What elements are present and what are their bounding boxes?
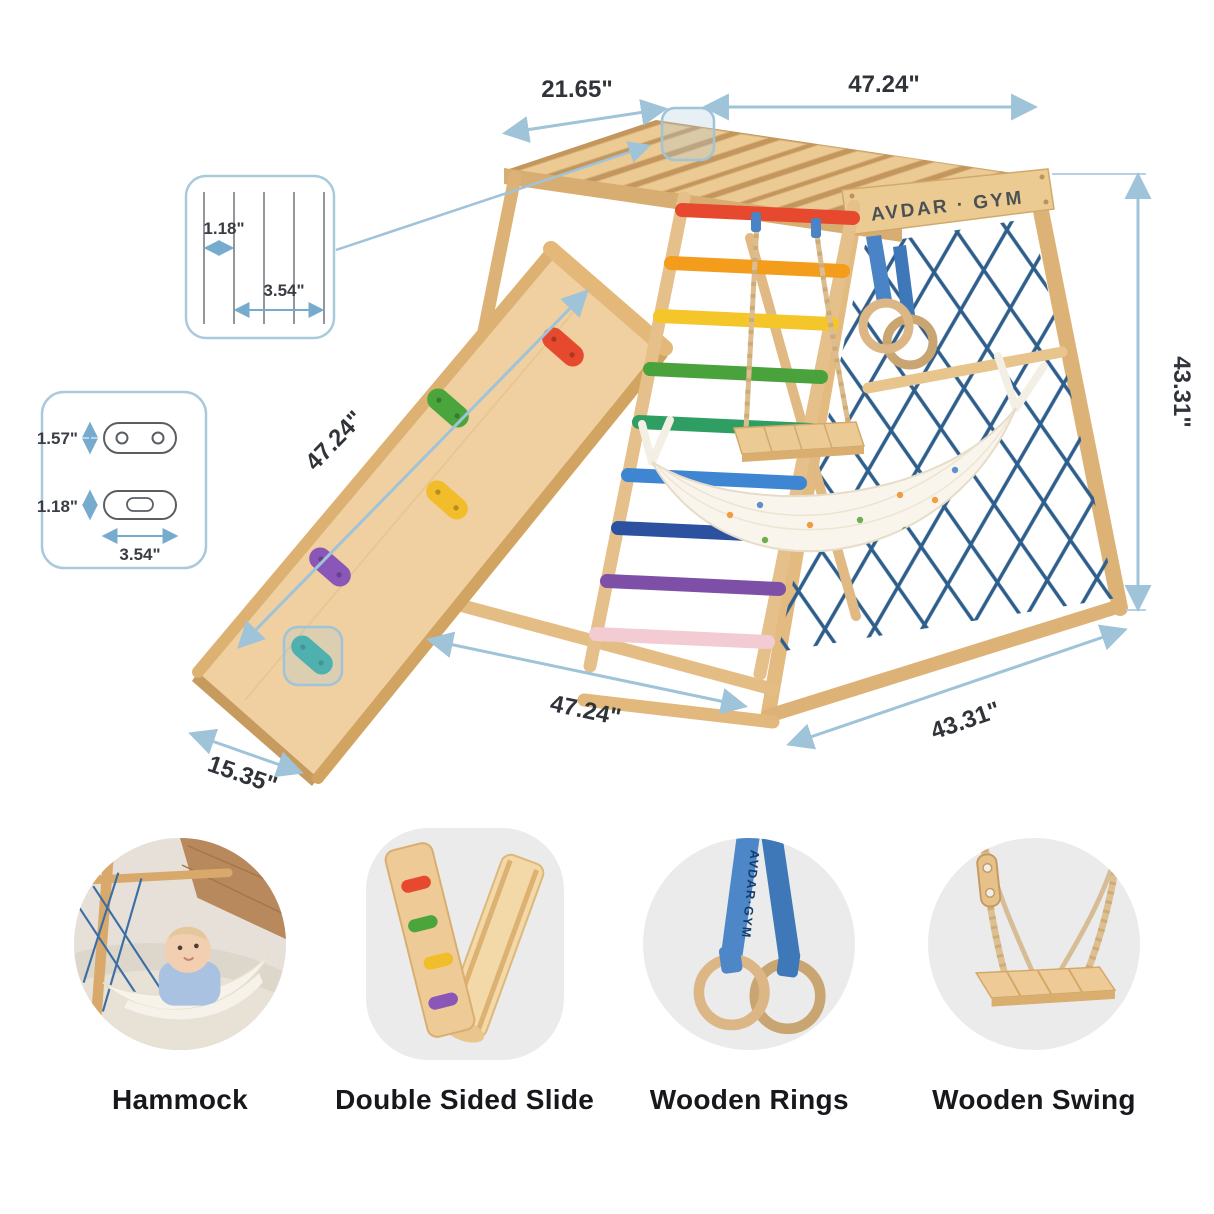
dimension-label-slide-length: 47.24" (300, 406, 369, 476)
hammock (638, 352, 1048, 553)
dimension-label-top-width: 47.24" (848, 71, 919, 98)
dim-height: 43.31" (1124, 171, 1195, 613)
hammock-thumbnail (74, 838, 286, 1050)
ladder-rung (653, 309, 839, 331)
ladder-rung (621, 468, 807, 490)
hold-outer-height-label: 1.57" (37, 429, 78, 448)
dim-top-width: 47.24" (701, 71, 1039, 121)
double-sided-slide-thumbnail (365, 828, 564, 1060)
wooden-swing-thumbnail (927, 838, 1140, 1050)
feature-wooden-swing: Wooden Swing (894, 826, 1174, 1116)
feature-label-double-sided-slide: Double Sided Slide (335, 1084, 595, 1115)
dimension-label-height: 43.31" (1168, 356, 1195, 427)
dimension-label-slide-width: 15.35" (204, 751, 280, 800)
feature-double-sided-slide: Double Sided Slide (325, 826, 605, 1116)
slat-pitch-label: 3.54" (263, 281, 304, 300)
ladder-rung (675, 203, 860, 225)
product-dimension-diagram: AVDAR · GYM (37, 71, 1195, 800)
ladder-rung (643, 362, 828, 384)
brand-beam: AVDAR · GYM (841, 168, 1055, 236)
slat-highlight-box (660, 106, 716, 162)
dimension-label-base-width: 47.24" (548, 690, 623, 731)
ladder-rung (600, 574, 786, 596)
dimension-label-base-depth: 43.31" (927, 697, 1003, 746)
features-row: Hammock (0, 826, 1214, 1116)
hold-highlight-box (282, 625, 344, 687)
slat-spacing-callout: 1.18" 3.54" (184, 174, 336, 340)
wooden-swing (732, 212, 866, 462)
dimension-label-top-depth: 21.65" (541, 76, 612, 103)
gymnastic-rings (858, 235, 938, 370)
slat-gap-label: 1.18" (203, 219, 244, 238)
feature-label-hammock: Hammock (112, 1084, 248, 1115)
dim-top-depth: 21.65" (501, 76, 669, 143)
feature-label-wooden-swing: Wooden Swing (932, 1084, 1136, 1115)
hammock-pattern (657, 413, 1013, 544)
wooden-rings-thumbnail: AVDAR·GYM (643, 838, 856, 1050)
hold-length-label: 3.54" (119, 545, 160, 564)
feature-wooden-rings: AVDAR·GYM Wooden Rings (609, 826, 889, 1116)
hold-size-callout: 1.57" 1.18" 3.54" (37, 390, 208, 570)
hold-inner-height-label: 1.18" (37, 497, 78, 516)
ladder-rung (589, 627, 775, 649)
feature-label-wooden-rings: Wooden Rings (649, 1084, 849, 1115)
callout-connector (335, 141, 652, 252)
feature-hammock: Hammock (40, 826, 320, 1116)
